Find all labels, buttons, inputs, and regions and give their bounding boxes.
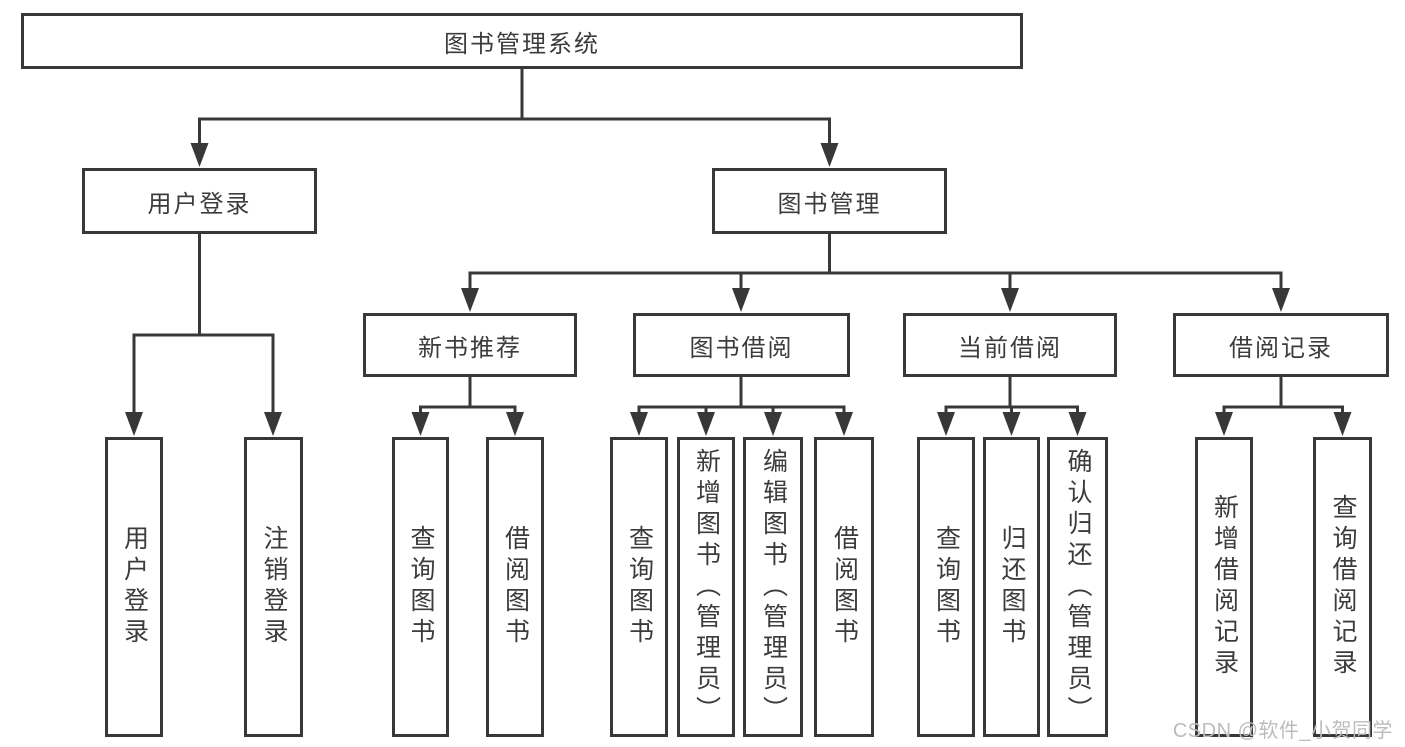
- leaf-edit-book-admin: 编辑图书（管理员）: [743, 437, 803, 737]
- leaf-add-borrow-record: 新增借阅记录: [1195, 437, 1253, 737]
- node-current-borrowing: 当前借阅: [903, 313, 1117, 377]
- node-new-book-recommend: 新书推荐: [363, 313, 577, 377]
- node-borrow-records: 借阅记录: [1173, 313, 1389, 377]
- leaf-borrow-books-recommend: 借阅图书: [486, 437, 544, 737]
- node-library-system: 图书管理系统: [21, 13, 1023, 69]
- node-user-login: 用户登录: [82, 168, 317, 234]
- node-book-management: 图书管理: [712, 168, 947, 234]
- node-book-borrowing: 图书借阅: [633, 313, 850, 377]
- leaf-query-books-recommend: 查询图书: [392, 437, 449, 737]
- leaf-user-login: 用户登录: [105, 437, 163, 737]
- watermark: CSDN @软件_小贺同学: [1172, 720, 1393, 742]
- leaf-borrow-books-borrowing: 借阅图书: [814, 437, 874, 737]
- leaf-query-borrow-record: 查询借阅记录: [1313, 437, 1372, 737]
- leaf-return-book: 归还图书: [983, 437, 1040, 737]
- leaf-query-books-current: 查询图书: [917, 437, 975, 737]
- leaf-add-book-admin: 新增图书（管理员）: [677, 437, 735, 737]
- leaf-logout: 注销登录: [244, 437, 303, 737]
- leaf-query-books-borrowing: 查询图书: [610, 437, 668, 737]
- leaf-confirm-return-admin: 确认归还（管理员）: [1047, 437, 1108, 737]
